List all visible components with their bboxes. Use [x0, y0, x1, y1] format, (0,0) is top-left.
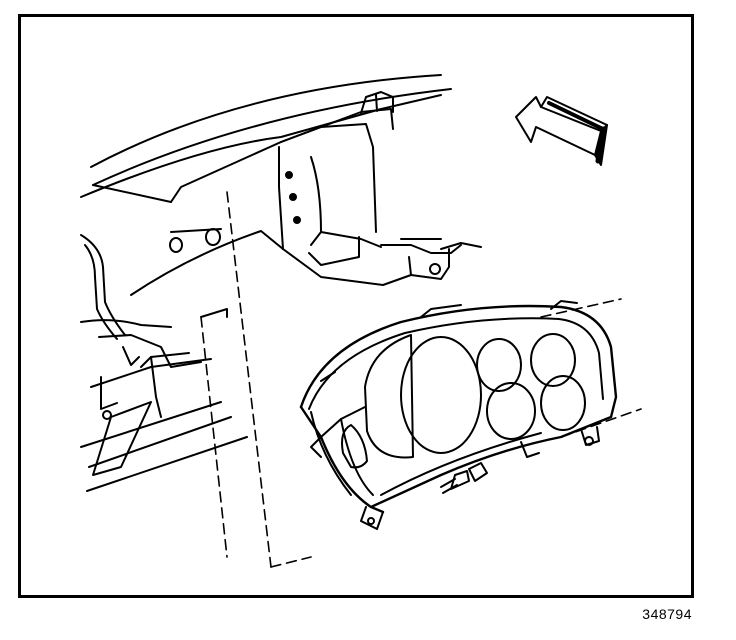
panel-outline-left — [200, 308, 228, 318]
instrument-cluster-removal-illustration — [80, 74, 642, 568]
instrument-panel-carrier — [80, 74, 482, 296]
mounting-screw — [440, 462, 488, 494]
instrument-cluster — [299, 300, 618, 530]
forward-direction-arrow-icon — [515, 96, 608, 166]
figure-number: 348794 — [642, 606, 692, 622]
dashed-guide-lines — [200, 191, 642, 568]
figure-frame — [18, 14, 694, 598]
lower-dash-structure — [80, 234, 248, 492]
